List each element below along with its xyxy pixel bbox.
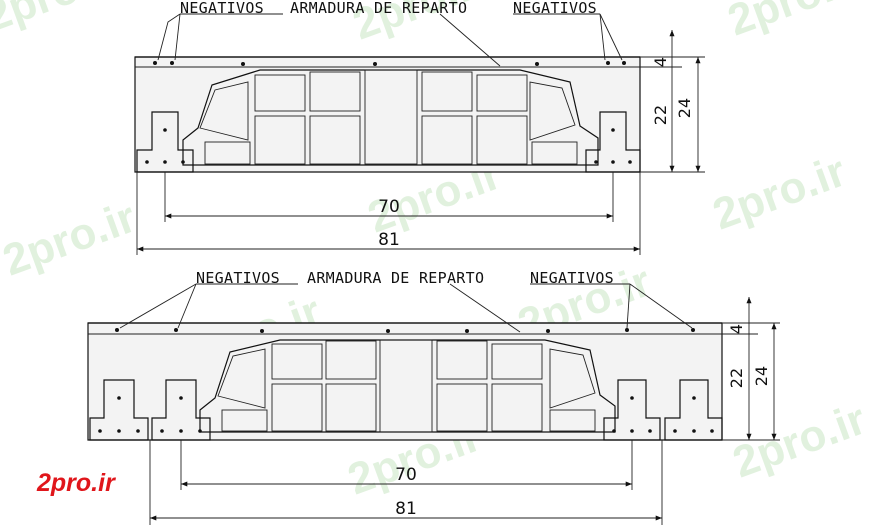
label-negatives-right: NEGATIVOS [513,0,597,17]
concrete-slab [134,56,641,173]
dim-total-height: 24 [752,366,771,386]
watermark-text: 2pro.ir [707,147,852,240]
dim-total-height: 24 [675,98,694,118]
label-negatives-right: NEGATIVOS [530,269,614,287]
dim-block-height: 22 [727,368,746,388]
dim-total-width: 81 [378,230,400,250]
slab-detail-bottom: NEGATIVOS ARMADURA DE REPARTO NEGATIVOS … [87,269,780,525]
dim-block-height: 22 [651,105,670,125]
slab-detail-top: NEGATIVOS ARMADURA DE REPARTO NEGATIVOS … [134,0,705,255]
label-negatives-left: NEGATIVOS [180,0,264,17]
vertical-dimensions [722,297,780,441]
leader-lines [119,283,693,333]
joist-left-inner [151,379,211,441]
dim-topping: 4 [727,324,746,334]
site-logo[interactable]: 2pro.ir [36,469,116,497]
label-armadura-reparto: ARMADURA DE REPARTO [290,0,467,17]
rebars [153,61,626,66]
joist-left-outer [89,379,149,441]
watermark-text: 2pro.ir [0,0,124,41]
watermark-text: 2pro.ir [722,0,867,45]
vertical-dimensions [640,29,705,173]
label-armadura-reparto: ARMADURA DE REPARTO [307,269,484,287]
hollow-block [182,69,599,166]
rebars [115,328,695,333]
horizontal-dimensions [149,440,663,525]
leader-lines [157,13,623,67]
hollow-block [199,339,616,433]
dim-inner-width: 70 [395,465,417,485]
dim-total-width: 81 [395,499,417,519]
dim-inner-width: 70 [378,197,400,217]
horizontal-dimensions [136,172,641,255]
label-negatives-left: NEGATIVOS [196,269,280,287]
dim-topping: 4 [651,57,670,67]
watermark-text: 2pro.ir [727,395,870,488]
watermark-text: 2pro.ir [0,193,142,286]
